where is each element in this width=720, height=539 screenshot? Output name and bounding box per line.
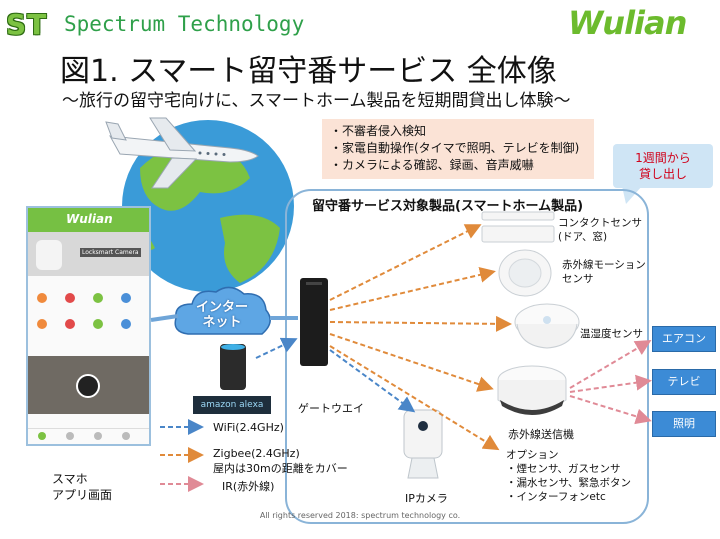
internet-line: ネット — [202, 315, 242, 330]
option-item: ・煙センサ、ガスセンサ — [506, 463, 621, 475]
app-header: Wulian — [28, 208, 149, 232]
phone-caption-line: アプリ画面 — [52, 488, 113, 502]
option-item: ・漏水センサ、緊急ボタン — [506, 477, 632, 489]
tv-button[interactable]: テレビ — [652, 369, 716, 395]
contact-sensor-line: コンタクトセンサ — [558, 217, 642, 229]
page-subtitle: ～旅行の留守宅向けに、スマートホーム製品を短期間貸出し体験～ — [62, 91, 571, 111]
options-heading: オプション — [506, 449, 559, 461]
home-icon[interactable] — [38, 432, 46, 440]
ir-arrow-aircon — [569, 339, 652, 389]
camera-icon — [36, 240, 62, 270]
ir-transmitter-icon — [497, 365, 567, 415]
ir-arrow-tv — [569, 374, 652, 393]
legend-wifi-label: WiFi(2.4GHz) — [213, 421, 284, 434]
temp-sensor-icon — [514, 303, 580, 349]
wulian-logo: Wulian — [568, 4, 687, 42]
temp-sensor-label: 温湿度センサ — [580, 328, 643, 340]
callout-line: 1週間から — [635, 151, 691, 165]
feature-item: ・不審者侵入検知 — [330, 124, 427, 138]
alexa-speaker-icon — [220, 344, 246, 390]
motion-sensor-icon — [498, 249, 552, 297]
zigbee-arrow-options — [329, 345, 500, 451]
rental-callout: 1週間から 貸し出し — [613, 144, 713, 188]
gateway-label: ゲートウエイ — [298, 402, 364, 415]
motion-sensor-line: 赤外線モーション — [562, 259, 646, 271]
play-icon[interactable] — [76, 374, 100, 398]
device-icon[interactable] — [66, 432, 74, 440]
camera-tile: Locksmart Camera — [28, 232, 149, 276]
zigbee-arrow-temp — [329, 315, 512, 332]
phone-cloud-link — [150, 314, 179, 322]
legend-zigbee-line1: Zigbee(2.4GHz) — [213, 447, 300, 460]
gateway-icon — [300, 278, 328, 366]
bottom-nav[interactable] — [28, 428, 149, 444]
wifi-arrow-ipcam — [329, 349, 416, 413]
airplane-icon — [105, 117, 259, 189]
legend-ir-label: IR(赤外線) — [222, 480, 275, 493]
zigbee-arrow-motion — [329, 266, 496, 311]
phone-app-screen: Wulian Locksmart Camera — [26, 206, 151, 446]
contact-sensor-icon — [481, 211, 555, 243]
ip-camera-label: IPカメラ — [405, 492, 448, 505]
wifi-arrow-alexa — [255, 337, 298, 359]
light-button[interactable]: 照明 — [652, 411, 716, 437]
feature-list: ・不審者侵入検知 ・家電自動操作(タイマで照明、テレビを制御) ・カメラによる確… — [322, 119, 594, 179]
app-title: Wulian — [66, 212, 113, 226]
legend-zigbee-label: Zigbee(2.4GHz) 屋内は30mの距離をカバー — [213, 446, 348, 476]
internet-label: インター ネット — [192, 300, 252, 330]
contact-sensor-label: コンタクトセンサ (ドア、窓) — [558, 216, 642, 244]
options-list: オプション ・煙センサ、ガスセンサ ・漏水センサ、緊急ボタン ・インターフォンe… — [506, 448, 631, 504]
motion-sensor-line: センサ — [562, 273, 594, 285]
feature-item: ・家電自動操作(タイマで照明、テレビを制御) — [330, 141, 580, 155]
scene-grid — [37, 293, 131, 329]
page-title: 図1. スマート留守番サービス 全体像 — [60, 54, 557, 89]
company-name: Spectrum Technology — [64, 12, 305, 36]
legend-zigbee-line2: 屋内は30mの距離をカバー — [213, 462, 348, 475]
callout-line: 貸し出し — [638, 167, 687, 181]
footer-copyright: All rights reserved 2018: spectrum techn… — [259, 511, 461, 520]
ir-transmitter-label: 赤外線送信機 — [508, 428, 574, 441]
ip-camera-icon — [403, 409, 443, 479]
phone-caption-line: スマホ — [52, 472, 88, 486]
globe-icon — [105, 117, 294, 292]
ir-arrow-light — [569, 395, 652, 425]
scene-icon[interactable] — [94, 432, 102, 440]
box-title: 留守番サービス対象製品(スマートホーム製品) — [312, 199, 584, 214]
motion-sensor-label: 赤外線モーション センサ — [562, 258, 646, 286]
profile-icon[interactable] — [122, 432, 130, 440]
feature-item: ・カメラによる確認、録画、音声威嚇 — [330, 158, 534, 172]
contact-sensor-line: (ドア、窓) — [558, 231, 608, 243]
aircon-button[interactable]: エアコン — [652, 326, 716, 352]
service-products-box — [285, 189, 649, 524]
zigbee-arrow-ir — [329, 333, 494, 392]
option-item: ・インターフォンetc — [506, 491, 606, 503]
phone-caption: スマホ アプリ画面 — [52, 471, 112, 503]
zigbee-arrow-contact — [329, 224, 482, 301]
camera-label: Locksmart Camera — [80, 248, 141, 257]
st-logo: ST — [6, 8, 48, 41]
alexa-label: amazon alexa — [193, 396, 271, 414]
video-preview[interactable] — [28, 356, 149, 414]
internet-line: インター — [195, 300, 248, 315]
